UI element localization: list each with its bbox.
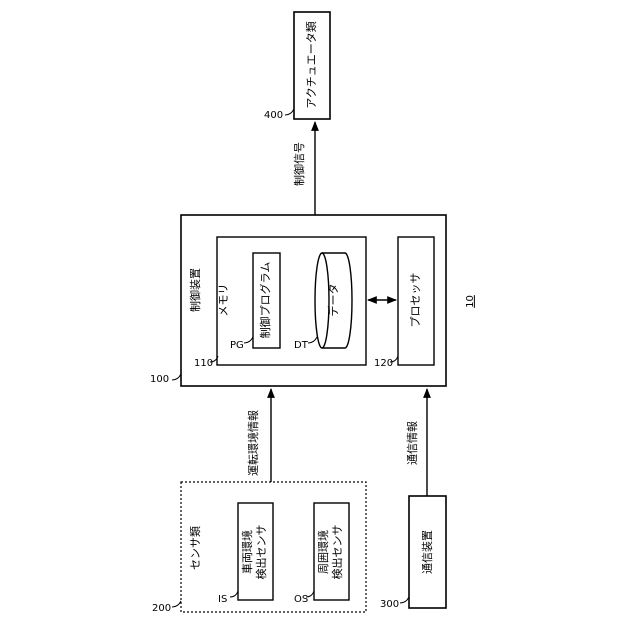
ref-pg: PG xyxy=(230,340,244,351)
surround-sensor-line1: 周囲環境 xyxy=(318,522,330,582)
data-label: データ xyxy=(328,275,340,325)
leader-is xyxy=(230,591,238,597)
leader-pg xyxy=(244,337,253,343)
driving-env-info-label: 運転環境情報 xyxy=(248,398,260,488)
actuators-label: アクチュエータ類 xyxy=(306,15,318,115)
vehicle-sensor-line1: 車両環境 xyxy=(242,522,254,582)
sensors-title: センサ類 xyxy=(190,518,202,578)
control-program-label: 制御プログラム xyxy=(260,255,272,345)
vehicle-sensor-line2: 検出センサ xyxy=(256,522,268,582)
leader-dt xyxy=(308,337,317,343)
ref-400: 400 xyxy=(264,110,283,121)
processor-label: プロセッサ xyxy=(410,260,422,340)
ref-200: 200 xyxy=(152,603,171,614)
ref-100: 100 xyxy=(150,374,169,385)
leader-200 xyxy=(172,601,181,607)
ref-300: 300 xyxy=(380,599,399,610)
comm-device-label: 通信装置 xyxy=(422,522,434,582)
memory-title: メモリ xyxy=(218,280,230,320)
ref-dt: DT xyxy=(294,340,308,351)
ref-120: 120 xyxy=(374,358,393,369)
leader-400 xyxy=(285,109,294,115)
ref-110: 110 xyxy=(194,358,213,369)
leader-300 xyxy=(400,597,409,603)
control-signal-label: 制御信号 xyxy=(294,134,306,194)
comm-info-label: 通信情報 xyxy=(407,413,419,473)
ref-os: OS xyxy=(294,594,308,605)
leader-100 xyxy=(172,374,181,380)
surround-sensor-line2: 検出センサ xyxy=(332,522,344,582)
ref-is: IS xyxy=(218,594,227,605)
control-device-title: 制御装置 xyxy=(190,260,202,320)
figure-number: 10 xyxy=(465,295,476,308)
